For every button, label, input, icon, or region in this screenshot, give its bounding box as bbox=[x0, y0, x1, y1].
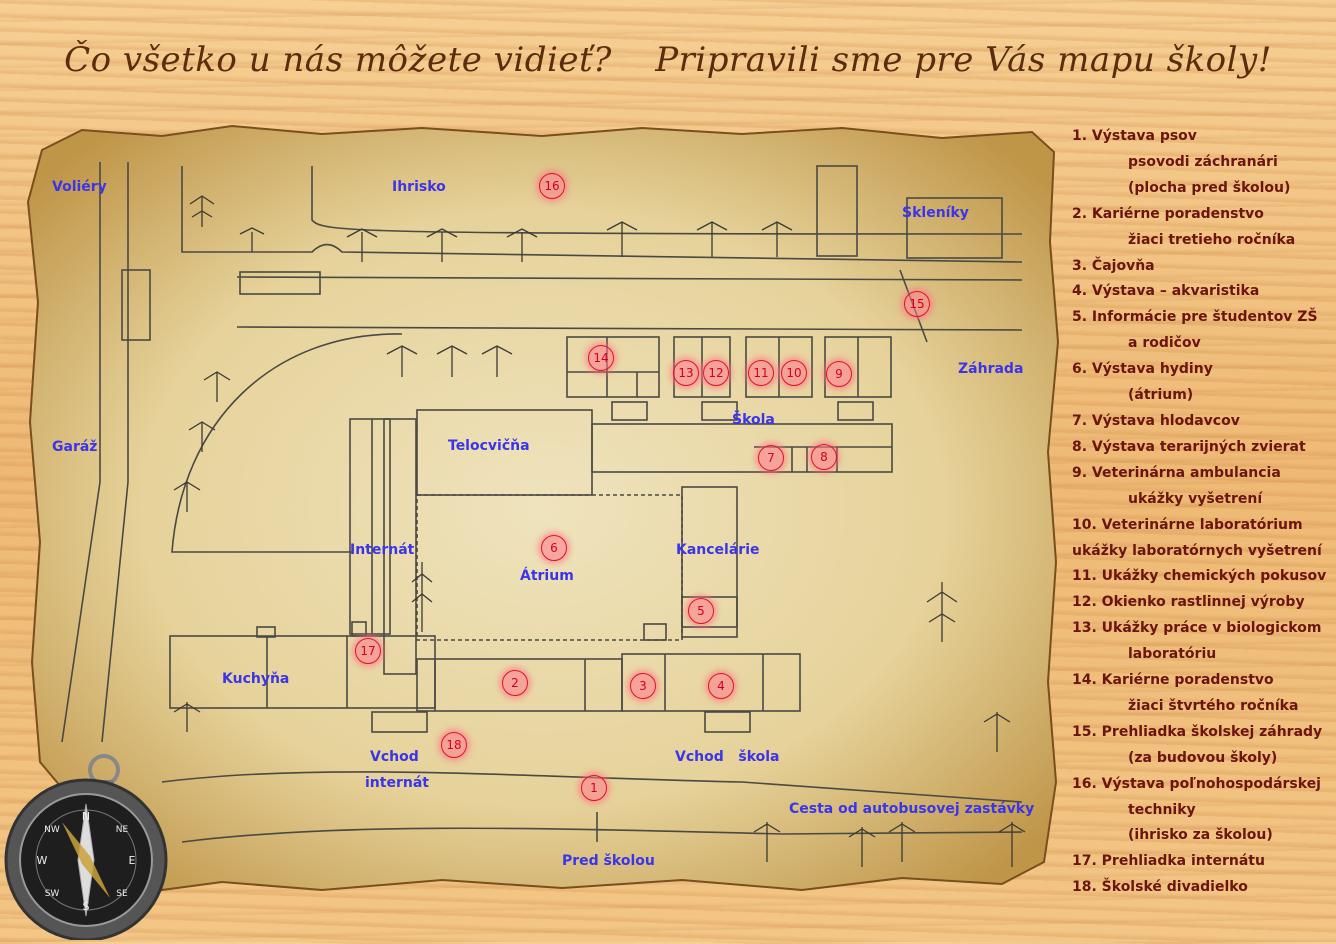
marker-11[interactable]: 11 bbox=[748, 360, 774, 386]
legend-item: 10. Veterinárne laboratórium bbox=[1072, 516, 1303, 533]
legend-item: 1. Výstava psov bbox=[1072, 128, 1197, 144]
title-right: Pripravili sme pre Vás mapu školy! bbox=[655, 40, 1272, 80]
compass-e: E bbox=[129, 854, 136, 867]
legend-item: techniky bbox=[1128, 801, 1196, 818]
label-vchod-internat-1: Vchod bbox=[370, 749, 419, 765]
legend-item: ukážky laboratórnych vyšetrení bbox=[1072, 542, 1322, 559]
label-pred-skolou: Pred školou bbox=[562, 853, 655, 869]
legend-item: a rodičov bbox=[1128, 335, 1201, 352]
compass-sw: SW bbox=[45, 889, 60, 899]
legend-item: 3. Čajovňa bbox=[1072, 257, 1155, 274]
legend-item: 18. Školské divadielko bbox=[1072, 879, 1248, 896]
label-ihrisko: Ihrisko bbox=[392, 179, 446, 195]
legend-item: 2. Kariérne poradenstvo bbox=[1072, 205, 1264, 222]
legend-item: 11. Ukážky chemických pokusov bbox=[1072, 568, 1327, 585]
legend-item: 14. Kariérne poradenstvo bbox=[1072, 672, 1274, 689]
marker-3[interactable]: 3 bbox=[630, 673, 656, 699]
label-kuchyna: Kuchyňa bbox=[222, 671, 290, 687]
legend-item: psovodi záchranári bbox=[1128, 153, 1278, 170]
marker-13[interactable]: 13 bbox=[673, 360, 699, 386]
legend-item: 12. Okienko rastlinnej výroby bbox=[1072, 594, 1305, 611]
marker-4[interactable]: 4 bbox=[708, 673, 734, 699]
title-left: Čo všetko u nás môžete vidieť? bbox=[64, 40, 612, 80]
legend-item: (za budovou školy) bbox=[1128, 749, 1278, 766]
legend-item: žiaci tretieho ročníka bbox=[1128, 231, 1296, 248]
label-skola: Škola bbox=[732, 412, 775, 428]
label-internat: Internát bbox=[350, 542, 415, 558]
marker-12[interactable]: 12 bbox=[703, 360, 729, 386]
compass-nw: NW bbox=[44, 825, 60, 835]
legend-item: (átrium) bbox=[1128, 387, 1194, 404]
marker-6[interactable]: 6 bbox=[541, 535, 567, 561]
marker-9[interactable]: 9 bbox=[826, 361, 852, 387]
label-cesta: Cesta od autobusovej zastávky bbox=[789, 801, 1035, 817]
marker-5[interactable]: 5 bbox=[688, 598, 714, 624]
compass-s: S bbox=[83, 900, 90, 913]
marker-8[interactable]: 8 bbox=[811, 444, 837, 470]
marker-10[interactable]: 10 bbox=[781, 360, 807, 386]
legend-item: ukážky vyšetrení bbox=[1128, 490, 1263, 507]
compass-w: W bbox=[37, 854, 48, 867]
marker-14[interactable]: 14 bbox=[588, 345, 614, 371]
legend-item: laboratóriu bbox=[1128, 646, 1217, 663]
label-telocvicna: Telocvičňa bbox=[448, 438, 530, 454]
marker-17[interactable]: 17 bbox=[355, 638, 381, 664]
legend-list: 1. Výstava psov psovodi záchranári (plocha… bbox=[1072, 124, 1334, 901]
compass-icon: N NE E SE S SW W NW bbox=[4, 740, 174, 944]
legend-item: 6. Výstava hydiny bbox=[1072, 361, 1213, 378]
legend-item: 8. Výstava terarijných zvierat bbox=[1072, 438, 1306, 455]
legend-item: (ihrisko za školou) bbox=[1128, 827, 1273, 844]
map-drawing bbox=[26, 124, 1060, 892]
label-vchod-skola: Vchod škola bbox=[675, 749, 780, 765]
label-garaz: Garáž bbox=[52, 439, 98, 455]
legend-item: žiaci štvrtého ročníka bbox=[1128, 697, 1299, 714]
legend-item: 17. Prehliadka internátu bbox=[1072, 853, 1265, 870]
marker-16[interactable]: 16 bbox=[539, 173, 565, 199]
label-vchod-internat-2: internát bbox=[365, 775, 429, 791]
compass-n: N bbox=[82, 810, 90, 823]
legend-item: 16. Výstava poľnohospodárskej bbox=[1072, 775, 1321, 792]
marker-18[interactable]: 18 bbox=[441, 732, 467, 758]
legend-item: 4. Výstava – akvaristika bbox=[1072, 283, 1260, 300]
label-sklenniky: Skleníky bbox=[902, 205, 969, 221]
legend-item: 13. Ukážky práce v biologickom bbox=[1072, 620, 1322, 637]
legend-item: (plocha pred školou) bbox=[1128, 179, 1291, 196]
compass-ne: NE bbox=[116, 825, 129, 835]
school-map: Voliéry Ihrisko Skleníky Garáž Záhrada Š… bbox=[22, 122, 1062, 892]
legend-item: 7. Výstava hlodavcov bbox=[1072, 412, 1240, 429]
legend-item: 15. Prehliadka školskej záhrady bbox=[1072, 723, 1323, 740]
marker-7[interactable]: 7 bbox=[758, 445, 784, 471]
label-voliery: Voliéry bbox=[52, 179, 107, 195]
label-atrium: Átrium bbox=[520, 568, 574, 584]
marker-1[interactable]: 1 bbox=[581, 775, 607, 801]
legend-item: 5. Informácie pre študentov ZŠ bbox=[1072, 309, 1318, 326]
marker-15[interactable]: 15 bbox=[904, 291, 930, 317]
compass-se: SE bbox=[116, 889, 128, 899]
label-zahrada: Záhrada bbox=[958, 361, 1024, 377]
legend-item: 9. Veterinárna ambulancia bbox=[1072, 464, 1281, 481]
label-kancelarie: Kancelárie bbox=[676, 542, 760, 558]
page-title: Čo všetko u nás môžete vidieť? Pripravil… bbox=[0, 40, 1336, 80]
marker-2[interactable]: 2 bbox=[502, 670, 528, 696]
